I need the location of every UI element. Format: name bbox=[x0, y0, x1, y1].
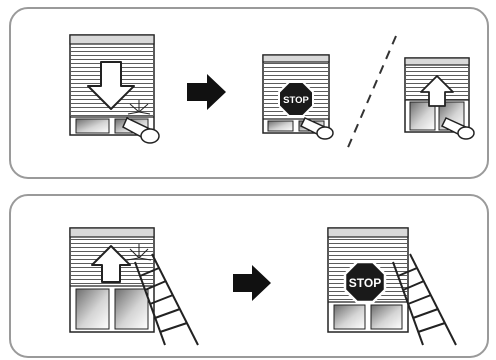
shutter-box bbox=[70, 228, 154, 237]
shutter-box bbox=[405, 58, 469, 65]
shutter-box bbox=[70, 35, 154, 44]
window-pane-right bbox=[115, 289, 148, 329]
window-pane-right bbox=[371, 305, 402, 329]
shutter-box bbox=[263, 55, 329, 62]
window-pane-left bbox=[76, 119, 109, 133]
window-pane-left bbox=[268, 121, 293, 131]
stop-sign-icon: STOP bbox=[345, 262, 385, 302]
stop-sign-icon: STOP bbox=[279, 82, 313, 116]
shutter-stopped: STOP bbox=[263, 55, 333, 139]
shutter-closing bbox=[70, 35, 159, 143]
window-pane-left bbox=[76, 289, 109, 329]
stop-sign-label: STOP bbox=[283, 95, 309, 106]
shutter-box bbox=[328, 228, 408, 237]
shutter-opening bbox=[405, 58, 474, 139]
stop-sign-label: STOP bbox=[349, 276, 381, 290]
window-pane-left bbox=[334, 305, 365, 329]
